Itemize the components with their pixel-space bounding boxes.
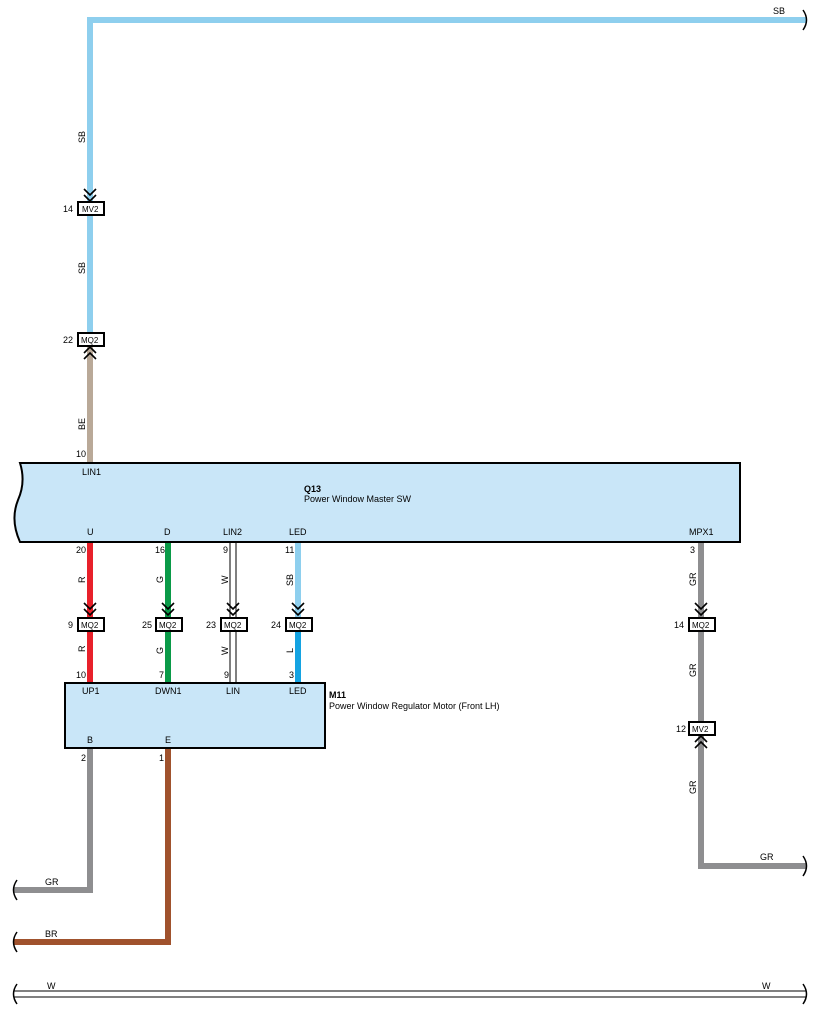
wire-end-mark	[12, 931, 18, 953]
m11-pin-dwn1: 7	[159, 670, 164, 680]
m11-pin-up1: 10	[76, 670, 86, 680]
svg-text:22: 22	[63, 335, 73, 345]
wire-end-mark	[802, 9, 808, 31]
wire-e-br	[14, 748, 171, 945]
wire-label: W	[220, 575, 230, 584]
wire-label: SB	[773, 6, 785, 16]
wire-sb-top-run	[87, 17, 806, 334]
q13-id: Q13	[304, 484, 321, 494]
wire-label: L	[285, 648, 295, 653]
wire-label: SB	[77, 131, 87, 143]
svg-text:14: 14	[674, 620, 684, 630]
wire-label: GR	[688, 663, 698, 677]
q13-terminal-lin2: LIN2	[223, 527, 242, 537]
m11-terminal-up1: UP1	[82, 686, 100, 696]
m11-name: Power Window Regulator Motor (Front LH)	[329, 701, 500, 711]
q13-terminal-d: D	[164, 527, 171, 537]
q13-terminal-u: U	[87, 527, 94, 537]
svg-text:23: 23	[206, 620, 216, 630]
svg-text:MV2: MV2	[82, 205, 99, 214]
q13-pin-led: 11	[285, 545, 294, 555]
wire-label: GR	[688, 572, 698, 586]
m11-terminal-b: B	[87, 735, 93, 745]
connector-mq2-25: MQ2 25	[142, 602, 183, 632]
wire-label: GR	[688, 780, 698, 794]
wire-label: W	[762, 981, 771, 991]
connector-mv2-14: MV2 14	[63, 188, 105, 216]
m11-id: M11	[329, 690, 346, 700]
m11-pin-led: 3	[289, 670, 294, 680]
wire-label: R	[77, 645, 87, 652]
m11-terminal-led: LED	[289, 686, 307, 696]
svg-text:12: 12	[676, 724, 686, 734]
q13-body	[13, 462, 741, 543]
connector-mv2-12: MV2 12	[676, 721, 716, 749]
wire-mpx-gr	[698, 542, 806, 869]
q13-pin-mpx1: 3	[690, 545, 695, 555]
svg-text:24: 24	[271, 620, 281, 630]
wire-label: SB	[285, 574, 295, 586]
connector-mq2-22: MQ2 22	[63, 332, 105, 360]
m11-terminal-dwn1: DWN1	[155, 686, 182, 696]
svg-text:MQ2: MQ2	[692, 621, 710, 630]
q13-name: Power Window Master SW	[304, 494, 412, 504]
wire-label: W	[220, 646, 230, 655]
svg-text:MQ2: MQ2	[224, 621, 242, 630]
wire-end-mark	[12, 983, 18, 1005]
wire-label: GR	[45, 877, 59, 887]
svg-text:MQ2: MQ2	[81, 621, 99, 630]
svg-text:14: 14	[63, 204, 73, 214]
svg-text:MQ2: MQ2	[159, 621, 177, 630]
wire-label: BE	[77, 418, 87, 430]
q13-terminal-lin1: LIN1	[82, 467, 101, 477]
connector-mq2-24: MQ2 24	[271, 602, 313, 632]
q13-terminal-led: LED	[289, 527, 307, 537]
wire-label: BR	[45, 929, 58, 939]
wire-label: GR	[760, 852, 774, 862]
q13-pin-lin2: 9	[223, 545, 228, 555]
m11-body	[64, 682, 326, 749]
m11-terminal-lin: LIN	[226, 686, 240, 696]
m11-pin-e: 1	[159, 753, 164, 763]
q13-terminal-mpx1: MPX1	[689, 527, 714, 537]
wire-label: G	[155, 576, 165, 583]
q13-pin-lin1: 10	[76, 449, 86, 459]
wire-label: G	[155, 647, 165, 654]
wire-label: R	[77, 576, 87, 583]
wire-end-mark	[802, 855, 808, 877]
connector-mq2-9: MQ2 9	[68, 602, 105, 632]
wire-b-gr	[14, 748, 93, 893]
q13-pin-u: 20	[76, 545, 86, 555]
m11-pin-lin: 9	[224, 670, 229, 680]
svg-text:9: 9	[68, 620, 73, 630]
svg-text:MQ2: MQ2	[289, 621, 307, 630]
connector-mq2-14: MQ2 14	[674, 602, 716, 632]
svg-text:MQ2: MQ2	[81, 336, 99, 345]
m11-pin-b: 2	[81, 753, 86, 763]
wire-end-mark	[802, 983, 808, 1005]
m11-terminal-e: E	[165, 735, 171, 745]
svg-text:MV2: MV2	[692, 725, 709, 734]
q13-pin-d: 16	[155, 545, 165, 555]
wire-label: SB	[77, 262, 87, 274]
svg-text:25: 25	[142, 620, 152, 630]
connector-mq2-23: MQ2 23	[206, 602, 248, 632]
wire-label: W	[47, 981, 56, 991]
wire-end-mark	[12, 879, 18, 901]
